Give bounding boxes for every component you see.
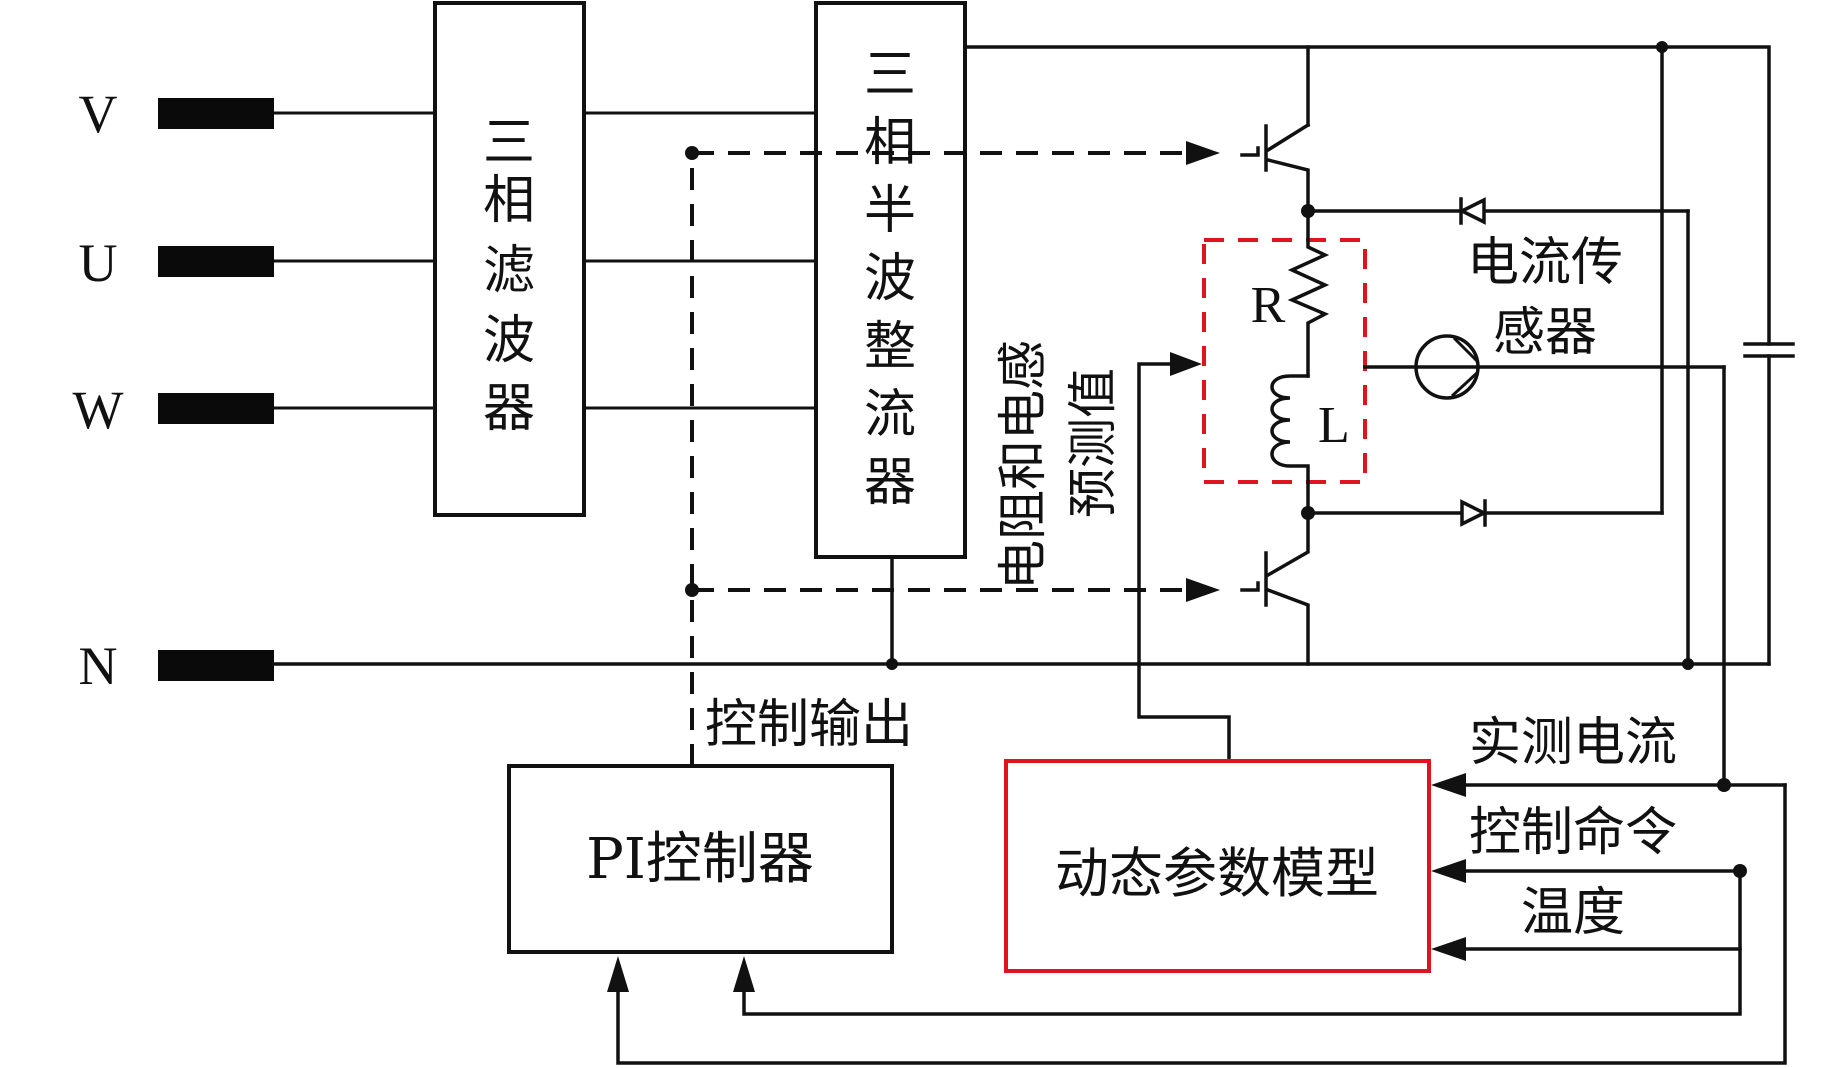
terminal-v-label: V [79, 84, 118, 144]
rl-prediction-label-line2: 预测值 [1064, 368, 1122, 518]
control-command-to-pi-loop [742, 869, 1742, 1016]
terminal-n-label: N [79, 636, 118, 696]
gate-arrow-lower-icon [1186, 578, 1220, 602]
terminal-w-label: W [73, 380, 124, 440]
terminal-u: U [79, 233, 274, 293]
filter-label-char: 相 [483, 171, 535, 231]
terminal-v-block [158, 98, 274, 129]
control-signal-lines [685, 141, 1220, 766]
upper-igbt-gate [1240, 146, 1260, 157]
rl-estimation-box [1202, 238, 1367, 484]
resistor-label: R [1251, 277, 1286, 334]
measured-current-label: 实测电流 [1469, 713, 1677, 773]
gate-arrow-upper-icon [1186, 141, 1220, 165]
inductor-icon [1270, 374, 1310, 515]
measured-current-to-pi-loop [616, 783, 1787, 1065]
rectifier-box [814, 1, 967, 559]
current-sensor-slash [1452, 336, 1480, 364]
rectifier-label-char: 波 [864, 249, 916, 309]
control-command-arrow-icon [1431, 859, 1466, 883]
temperature-arrow-icon [1431, 937, 1466, 961]
resistor-icon [1287, 209, 1330, 378]
terminal-n-block [158, 650, 274, 681]
junction-dot [886, 658, 898, 670]
lower-diode-branch [1306, 499, 1664, 527]
junction-dot [685, 146, 699, 160]
upper-diode-icon [1458, 197, 1486, 225]
lower-igbt-gate [1240, 581, 1260, 592]
rectifier-label-char: 整 [864, 317, 916, 377]
rl-prediction-feed: 电阻和电感 预测值 [994, 340, 1231, 763]
dynamic-model-label: 动态参数模型 [1055, 842, 1379, 905]
pi-input-arrow-icon [607, 956, 629, 992]
terminal-n: N [79, 636, 274, 696]
phase-wires [272, 111, 1771, 666]
terminal-w-block [158, 393, 274, 424]
rectifier-label-char: 半 [864, 181, 916, 241]
pi-controller-label: PI控制器 [586, 827, 814, 892]
pi-input-arrow-icon [733, 956, 755, 992]
terminal-w: W [73, 380, 274, 440]
junction-dot [1717, 778, 1731, 792]
inductor-label: L [1318, 397, 1350, 454]
rl-load: R L [1202, 209, 1367, 520]
control-command-label: 控制命令 [1469, 803, 1677, 863]
rl-prediction-line [1137, 362, 1231, 763]
upper-igbt-collector [1265, 122, 1311, 153]
lower-igbt [1240, 511, 1310, 666]
filter-label-char: 波 [483, 311, 535, 371]
upper-igbt [1240, 45, 1315, 218]
temperature-label: 温度 [1521, 883, 1625, 943]
dc-bus [963, 41, 1795, 666]
current-sensor-slash [1450, 370, 1480, 398]
model-inputs: 实测电流 控制命令 温度 [616, 713, 1787, 1065]
filter-label-char: 器 [483, 379, 535, 439]
filter-label-char: 滤 [483, 241, 535, 301]
lower-igbt-collector [1265, 511, 1310, 578]
filter-label-char: 三 [483, 113, 535, 173]
current-sensor-label-line2: 感器 [1493, 303, 1597, 363]
rl-prediction-label-line1: 电阻和电感 [994, 340, 1052, 590]
junction-dot [685, 583, 699, 597]
pi-controller-box [507, 764, 894, 954]
upper-diode-branch [1306, 197, 1694, 670]
filter-box [433, 1, 586, 517]
upper-igbt-emitter [1265, 157, 1310, 213]
rectifier-label-char: 三 [864, 45, 916, 105]
rectifier-label-char: 器 [864, 453, 916, 513]
rectifier-label-char: 相 [864, 113, 916, 173]
positive-rail [963, 45, 1771, 346]
measured-current-arrow-icon [1431, 773, 1466, 797]
terminal-u-label: U [79, 233, 118, 293]
pi-controller: PI控制器 [507, 764, 894, 992]
terminal-v: V [79, 84, 274, 144]
lower-diode-icon [1460, 499, 1488, 527]
current-sensor-label-line1: 电流传 [1467, 233, 1623, 293]
rectifier-label-char: 流 [864, 385, 916, 445]
terminal-u-block [158, 246, 274, 277]
dynamic-model-box [1004, 759, 1431, 973]
dynamic-model: 动态参数模型 [1004, 759, 1431, 973]
control-output-label: 控制输出 [705, 695, 913, 755]
filter-block: 三 相 滤 波 器 [433, 1, 586, 517]
rectifier-block: 三 相 半 波 整 流 器 [814, 1, 967, 670]
rl-prediction-arrow-icon [1170, 352, 1202, 376]
current-sensor: 电流传 感器 [1363, 233, 1726, 787]
junction-dot [1682, 658, 1694, 670]
lower-igbt-emitter [1265, 587, 1310, 666]
